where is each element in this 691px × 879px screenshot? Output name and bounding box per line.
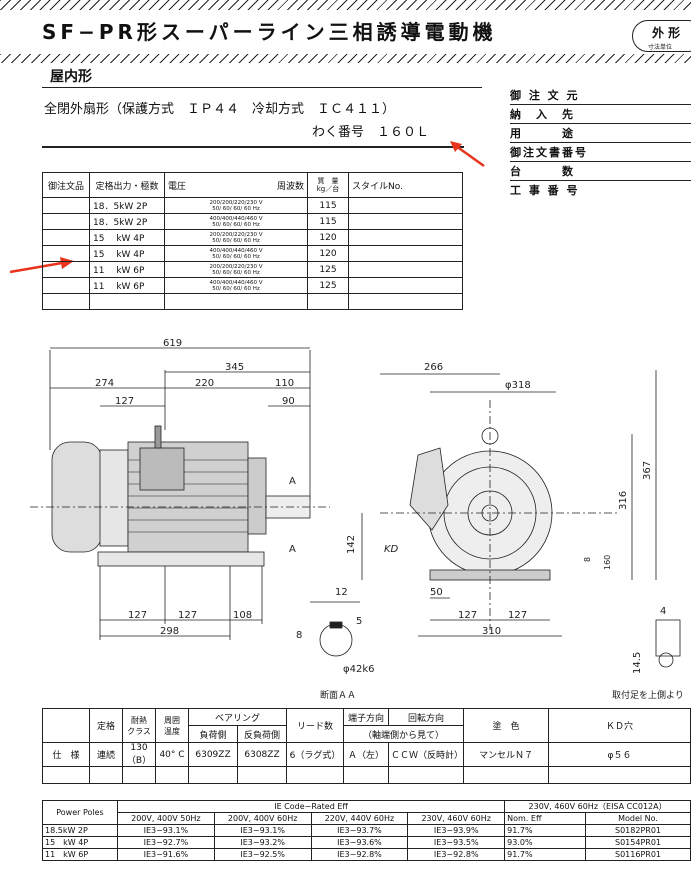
- table-row: [42, 293, 463, 310]
- model-type: 屋内形: [50, 69, 92, 85]
- dim-274: 274: [95, 378, 114, 389]
- section-a-top: A: [289, 476, 296, 487]
- dim-14-5: 14.5: [632, 652, 643, 674]
- badge-subtitle: 寸法単位: [648, 44, 673, 51]
- spec-underline: [42, 146, 464, 148]
- field-order-no: 御注文書番号: [510, 144, 691, 162]
- hatch-top: [0, 0, 691, 10]
- foot-detail: 4 14.5 取付足を上側より: [612, 606, 684, 700]
- dim-160: 160: [603, 555, 612, 570]
- dim-50: 50: [430, 587, 443, 598]
- dim-142: 142: [346, 535, 357, 554]
- dim-127-top: 127: [115, 396, 134, 407]
- th-mass: 質 量 kg／台: [307, 172, 349, 198]
- dim-367: 367: [642, 461, 653, 480]
- hatch-bottom: [0, 54, 691, 63]
- foot-label: 取付足を上側より: [612, 689, 684, 700]
- section-aa-label: 断面ＡＡ: [320, 689, 356, 700]
- shaft-section: 12 5 8 φ42k6 断面ＡＡ: [296, 587, 374, 700]
- th-order: 御注文品: [42, 172, 90, 198]
- motor-side-view: [30, 425, 330, 567]
- dim-42k6: φ42k6: [343, 664, 374, 675]
- outline-badge: [632, 20, 691, 52]
- dim-110: 110: [275, 378, 294, 389]
- field-delivery: 納 入 先: [510, 106, 691, 124]
- dim-220: 220: [195, 378, 214, 389]
- dim-310: 310: [482, 626, 501, 637]
- dim-12: 12: [335, 587, 348, 598]
- field-qty: 台 数: [510, 163, 691, 181]
- dim-127-b2: 127: [178, 610, 197, 621]
- field-customer: 御 注 文 元: [510, 87, 691, 105]
- dim-8: 8: [583, 557, 592, 562]
- dim-316: 316: [618, 491, 629, 510]
- dim-318: φ318: [505, 380, 531, 391]
- field-use: 用 途: [510, 125, 691, 143]
- dim-90: 90: [282, 396, 295, 407]
- dim-345: 345: [225, 362, 244, 373]
- th-output: 定格出力・極数: [89, 172, 165, 198]
- dim-127-f1: 127: [458, 610, 477, 621]
- dim-127-b1: 127: [128, 610, 147, 621]
- section-a-bottom: A: [289, 544, 296, 555]
- document-title: SF−PR形スーパーライン三相誘導電動機: [36, 17, 503, 47]
- dim-127-f2: 127: [508, 610, 527, 621]
- dim-108: 108: [233, 610, 252, 621]
- motor-front-view: 266 φ318: [380, 362, 620, 630]
- frame-number: わく番号 １６０Ｌ: [312, 125, 430, 140]
- enclosure-spec: 全閉外扇形（保護方式 ＩＰ４４ 冷却方式 ＩＣ４１１）: [44, 102, 396, 117]
- dim-4: 4: [660, 606, 666, 617]
- efficiency-table: Power Poles IE Code−Rated Eff 230V, 460V…: [42, 800, 691, 861]
- badge-title: 外 形: [652, 26, 681, 40]
- model-type-underline: [42, 87, 482, 88]
- dim-298: 298: [160, 626, 179, 637]
- order-table: 御注文品 定格出力・極数 電圧周波数 質 量 kg／台 スタイルNo. 18．5…: [42, 172, 463, 310]
- th-style: スタイルNo.: [348, 172, 463, 198]
- dim-266: 266: [424, 362, 443, 373]
- kd-label: KD: [384, 544, 399, 555]
- dim-5: 5: [356, 616, 362, 627]
- motor-drawing: 619 345 274 220 110 127 90 A A 127 127 1…: [30, 338, 684, 700]
- spec-table: 定格 耐熱 クラス 周囲 温度 ベアリング リード数 端子方向 回転方向 塗 色…: [42, 708, 691, 784]
- field-work-no: 工 事 番 号: [510, 184, 580, 197]
- dim-619: 619: [163, 338, 182, 349]
- dim-8-key: 8: [296, 630, 302, 641]
- th-voltage: 電圧周波数: [164, 172, 308, 198]
